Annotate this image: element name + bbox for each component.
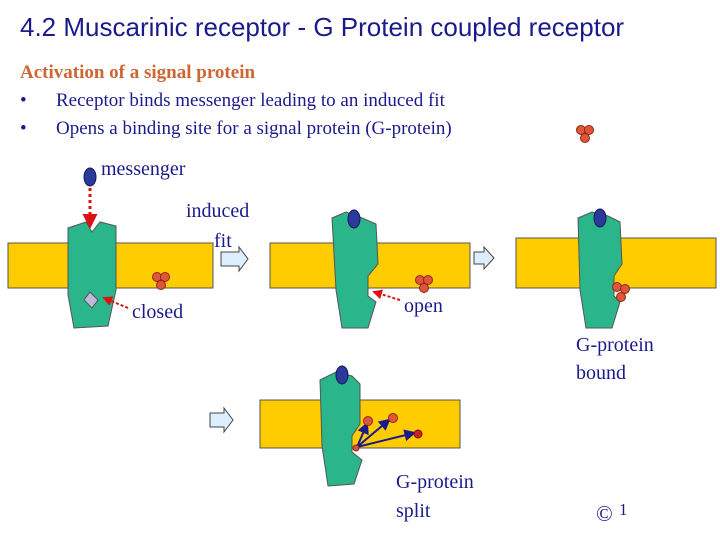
step-arrow-icon: [220, 245, 249, 273]
split-arrow: [356, 421, 369, 448]
fit-label: fit: [214, 230, 232, 252]
bullet-item-2: • Opens a binding site for a signal prote…: [20, 118, 452, 140]
gprotein-subunit: [413, 429, 423, 439]
gprotein-subunit: [363, 416, 373, 426]
gprotein-icon: [415, 275, 433, 293]
messenger-icon: [83, 167, 97, 187]
receptor: [577, 211, 623, 329]
copyright-superscript: 1: [619, 500, 628, 519]
gprotein-split-label-1: G-protein: [396, 471, 474, 493]
slide-title: 4.2 Muscarinic receptor - G Protein coup…: [20, 12, 625, 42]
messenger-icon: [335, 365, 349, 385]
gprotein-bound-label-2: bound: [576, 362, 626, 384]
copyright-mark: ©: [596, 501, 613, 526]
messenger-label: messenger: [101, 158, 186, 180]
bullet-item-1: • Receptor binds messenger leading to an …: [20, 90, 445, 112]
gprotein-bound-label-1: G-protein: [576, 334, 654, 356]
gprotein-icon: [152, 272, 170, 290]
messenger-icon: [593, 208, 607, 228]
gprotein-split-label-2: split: [396, 500, 431, 522]
membrane-panel-bound: [515, 208, 717, 329]
membrane-panel-closed: [7, 221, 214, 329]
bullet-glyph: •: [20, 118, 27, 139]
gprotein-subunit: [352, 444, 360, 452]
open-label: open: [404, 295, 443, 317]
slide-subtitle: Activation of a signal protein: [20, 62, 256, 83]
bullet-text-1: Receptor binds messenger leading to an i…: [56, 90, 445, 111]
induced-label: induced: [186, 200, 250, 222]
bullet-text-2: Opens a binding site for a signal protei…: [56, 118, 452, 139]
step-arrow-icon: [209, 406, 234, 434]
gprotein-icon: [576, 125, 594, 143]
gprotein-subunit: [388, 413, 398, 423]
receptor: [319, 371, 363, 487]
receptor: [67, 221, 117, 329]
membrane-panel-split: [259, 365, 461, 487]
membrane-panel-open: [269, 209, 471, 329]
binding-site: [83, 291, 99, 309]
split-arrow: [356, 418, 391, 448]
gprotein-icon: [612, 282, 630, 302]
closed-label: closed: [132, 301, 184, 323]
receptor: [331, 211, 379, 329]
open-pointer: [372, 289, 401, 301]
closed-pointer: [102, 296, 129, 309]
split-arrow: [356, 429, 417, 448]
step-arrow-icon: [473, 245, 495, 271]
messenger-icon: [347, 209, 361, 229]
bullet-glyph: •: [20, 90, 27, 111]
